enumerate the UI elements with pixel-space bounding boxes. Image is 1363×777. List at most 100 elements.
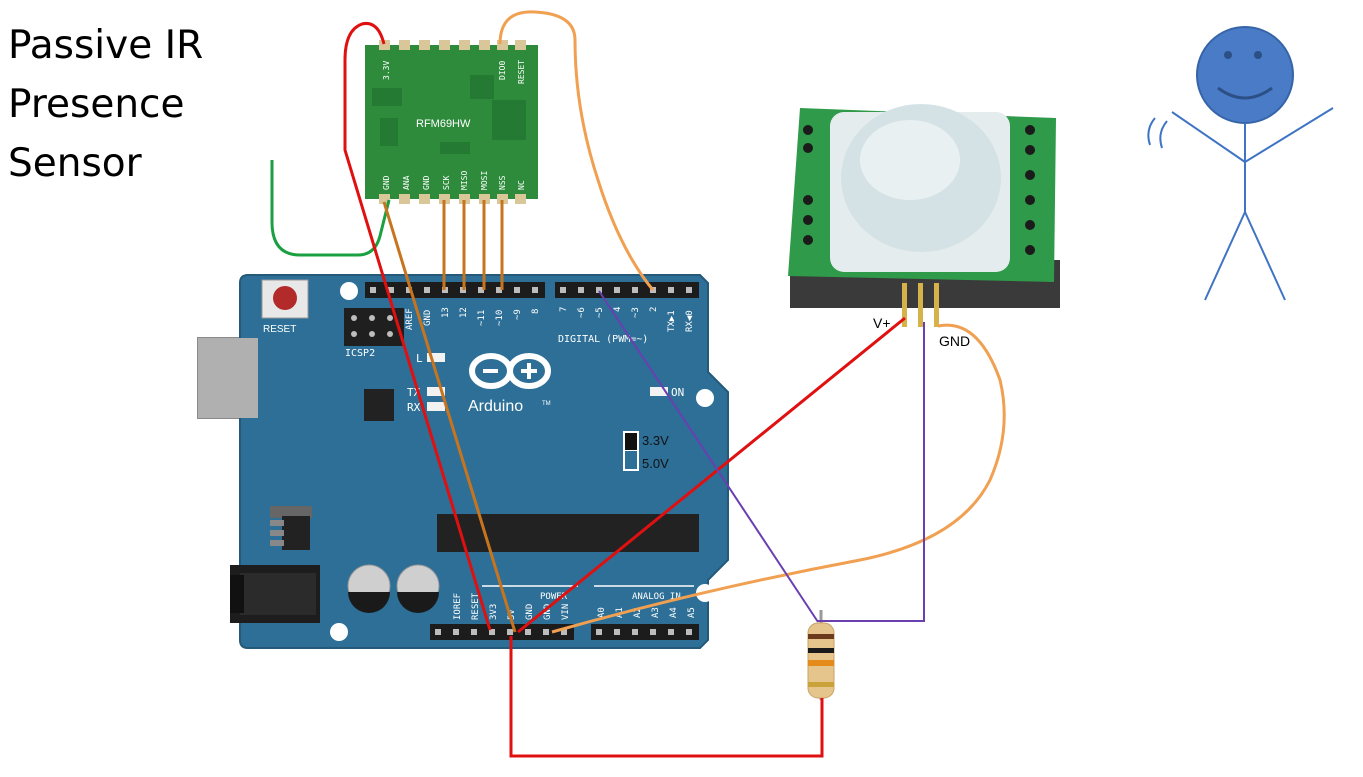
pin-label: 8 xyxy=(531,309,541,314)
rfm69hw-module: RFM69HW 3.3V DIO0 RESET GND ANA GND SCK … xyxy=(365,40,538,204)
pin-label: GND xyxy=(525,604,535,620)
pin-label: ~11 xyxy=(477,310,487,326)
pin-label: SCK xyxy=(442,175,451,190)
digital-pin-labels-left: AREF GND 13 12 ~11 ~10 ~9 8 xyxy=(405,307,541,330)
capacitor-icon xyxy=(396,564,440,613)
wire-pir-vplus xyxy=(517,316,906,634)
voltage-regulator xyxy=(270,506,312,550)
pin-label: ~9 xyxy=(513,309,523,320)
mount-hole xyxy=(696,389,714,407)
usb-body xyxy=(198,338,258,418)
wire-pir-gnd xyxy=(551,323,1006,634)
led-on xyxy=(650,387,668,396)
pin-label: A5 xyxy=(687,607,697,618)
led-l-label: L xyxy=(416,352,423,365)
wire-pir-out xyxy=(818,322,925,622)
pin-label: ~3 xyxy=(631,307,641,318)
atmega-chip xyxy=(437,514,699,552)
pin-label: A4 xyxy=(669,607,679,618)
wire-5v-resistor xyxy=(509,636,824,758)
pin-label: DIO0 xyxy=(498,61,507,80)
rfm-top-pin-labels: 3.3V DIO0 RESET xyxy=(382,60,526,84)
digital-header-label: DIGITAL (PWM=~) xyxy=(558,334,648,345)
pin-label: MOSI xyxy=(480,171,489,190)
pin-label: ~5 xyxy=(595,307,605,318)
led-l xyxy=(427,353,445,362)
pin-label: GND xyxy=(382,175,391,190)
wire-spi xyxy=(442,200,504,290)
pin-label: 3.3V xyxy=(382,61,391,80)
title-line-3: Sensor xyxy=(8,141,142,186)
title-line-2: Presence xyxy=(8,82,185,127)
digital-header-left xyxy=(365,282,545,298)
wire-3v3 xyxy=(343,21,492,631)
small-chip xyxy=(364,389,394,421)
led-rx xyxy=(427,402,445,411)
pin-label: RESET xyxy=(471,592,481,620)
pin-label: AREF xyxy=(405,308,415,330)
dc-jack-icon xyxy=(230,565,320,623)
voltage-switch[interactable] xyxy=(623,431,639,471)
wire-dio0 xyxy=(498,10,655,291)
pin-label: VIN xyxy=(561,604,571,620)
pin-label: 4 xyxy=(613,307,623,312)
board-outline xyxy=(239,274,729,649)
page-title: Passive IR Presence Sensor xyxy=(8,16,268,193)
wire-signal xyxy=(598,290,819,623)
arduino-logo xyxy=(469,353,551,389)
pin-label: NC xyxy=(517,180,526,190)
voltage-3v3-label: 3.3V xyxy=(642,433,669,448)
pin-label: GND xyxy=(422,175,431,190)
pin-label: ~10 xyxy=(495,310,505,326)
wire-gnd xyxy=(382,201,517,633)
pin-label: A3 xyxy=(651,607,661,618)
pin-label: 3V3 xyxy=(489,604,499,620)
pin-label: 2 xyxy=(649,307,659,312)
pin-label: IOREF xyxy=(453,593,463,620)
led-tx xyxy=(427,387,445,396)
reset-button[interactable] xyxy=(261,279,309,319)
voltage-5v0-label: 5.0V xyxy=(642,456,669,471)
rfm-name: RFM69HW xyxy=(416,118,471,130)
pin-label: MISO xyxy=(460,171,469,190)
pin-label: A2 xyxy=(633,607,643,618)
digital-pin-labels-right: 7 ~6 ~5 4 ~3 2 TX▶1 RX◀0 xyxy=(559,307,695,332)
pin-label: 12 xyxy=(459,307,469,318)
pin-label: A0 xyxy=(597,607,607,618)
title-line-1: Passive IR xyxy=(8,23,204,68)
pir-vplus-label: V+ xyxy=(873,315,891,331)
pir-sensor: V+ GND xyxy=(788,104,1060,349)
pin-label: 13 xyxy=(441,307,451,318)
pin-label: NSS xyxy=(498,175,507,190)
pin-label: GND xyxy=(543,604,553,620)
analog-header-label: ANALOG IN xyxy=(632,592,681,602)
power-header-label: POWER xyxy=(540,592,568,602)
reset-label: RESET xyxy=(263,324,296,335)
pir-gnd-label: GND xyxy=(939,333,970,349)
icsp2-label: ICSP2 xyxy=(345,348,375,359)
wire-antenna xyxy=(270,160,391,257)
pin-label: ~6 xyxy=(577,307,587,318)
mount-hole xyxy=(330,623,348,641)
pin-label: ANA xyxy=(402,175,411,190)
power-header xyxy=(430,624,574,640)
pir-pins xyxy=(902,283,939,327)
digital-header-right xyxy=(555,282,699,298)
pin-label: RESET xyxy=(517,60,526,84)
pin-label: TX▶1 xyxy=(667,310,677,332)
smiley-person-icon xyxy=(1147,26,1334,301)
pin-label: 5V xyxy=(507,609,517,620)
pin-label: GND xyxy=(423,310,433,326)
arduino-trademark: TM xyxy=(542,401,551,407)
capacitor-icon xyxy=(347,564,391,613)
rfm-bottom-pin-labels: GND ANA GND SCK MISO MOSI NSS NC xyxy=(382,171,526,190)
pin-label: RX◀0 xyxy=(685,310,695,332)
on-label: ON xyxy=(671,386,684,399)
analog-header xyxy=(591,624,699,640)
arduino-board: RESET ICSP2 L TX RX ON Ardu xyxy=(197,274,729,649)
led-rx-label: RX xyxy=(407,401,421,414)
resistor-icon xyxy=(807,610,835,700)
arduino-brand: Arduino xyxy=(468,398,523,415)
power-pin-labels: IOREF RESET 3V3 5V GND GND VIN xyxy=(453,592,571,620)
